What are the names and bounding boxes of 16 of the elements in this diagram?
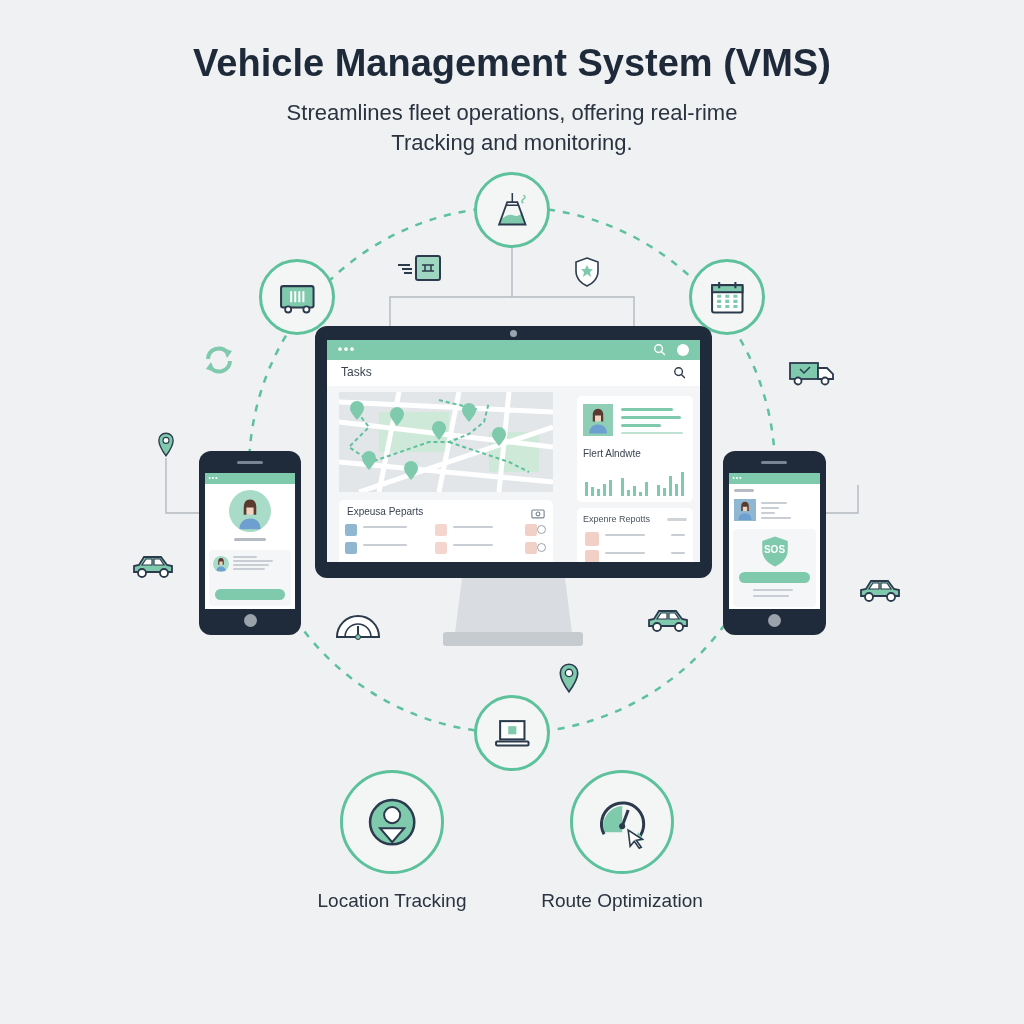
- card-title: Expeusa Peparts: [347, 506, 424, 517]
- sos-label: SOS: [762, 544, 787, 555]
- connector-line: [389, 247, 635, 327]
- card-title: Flert Alndwte: [583, 448, 641, 459]
- title: Vehicle Management System (VMS): [192, 42, 832, 85]
- node-label: Route Optimization: [540, 890, 704, 912]
- node-label: Location Tracking: [316, 890, 468, 912]
- screen-title: Tasks: [341, 365, 372, 379]
- smartphone: [723, 451, 826, 635]
- subtitle: Streamlines fleet operations, offering real-rime Tracking and monitoring.: [285, 99, 739, 157]
- connector-line: [825, 484, 859, 514]
- monitor: [315, 326, 712, 578]
- connector-line: [165, 457, 200, 514]
- map-pin-icon: [157, 431, 175, 458]
- smartphone: [199, 451, 301, 635]
- card-title: Expenre Repotts: [583, 514, 651, 524]
